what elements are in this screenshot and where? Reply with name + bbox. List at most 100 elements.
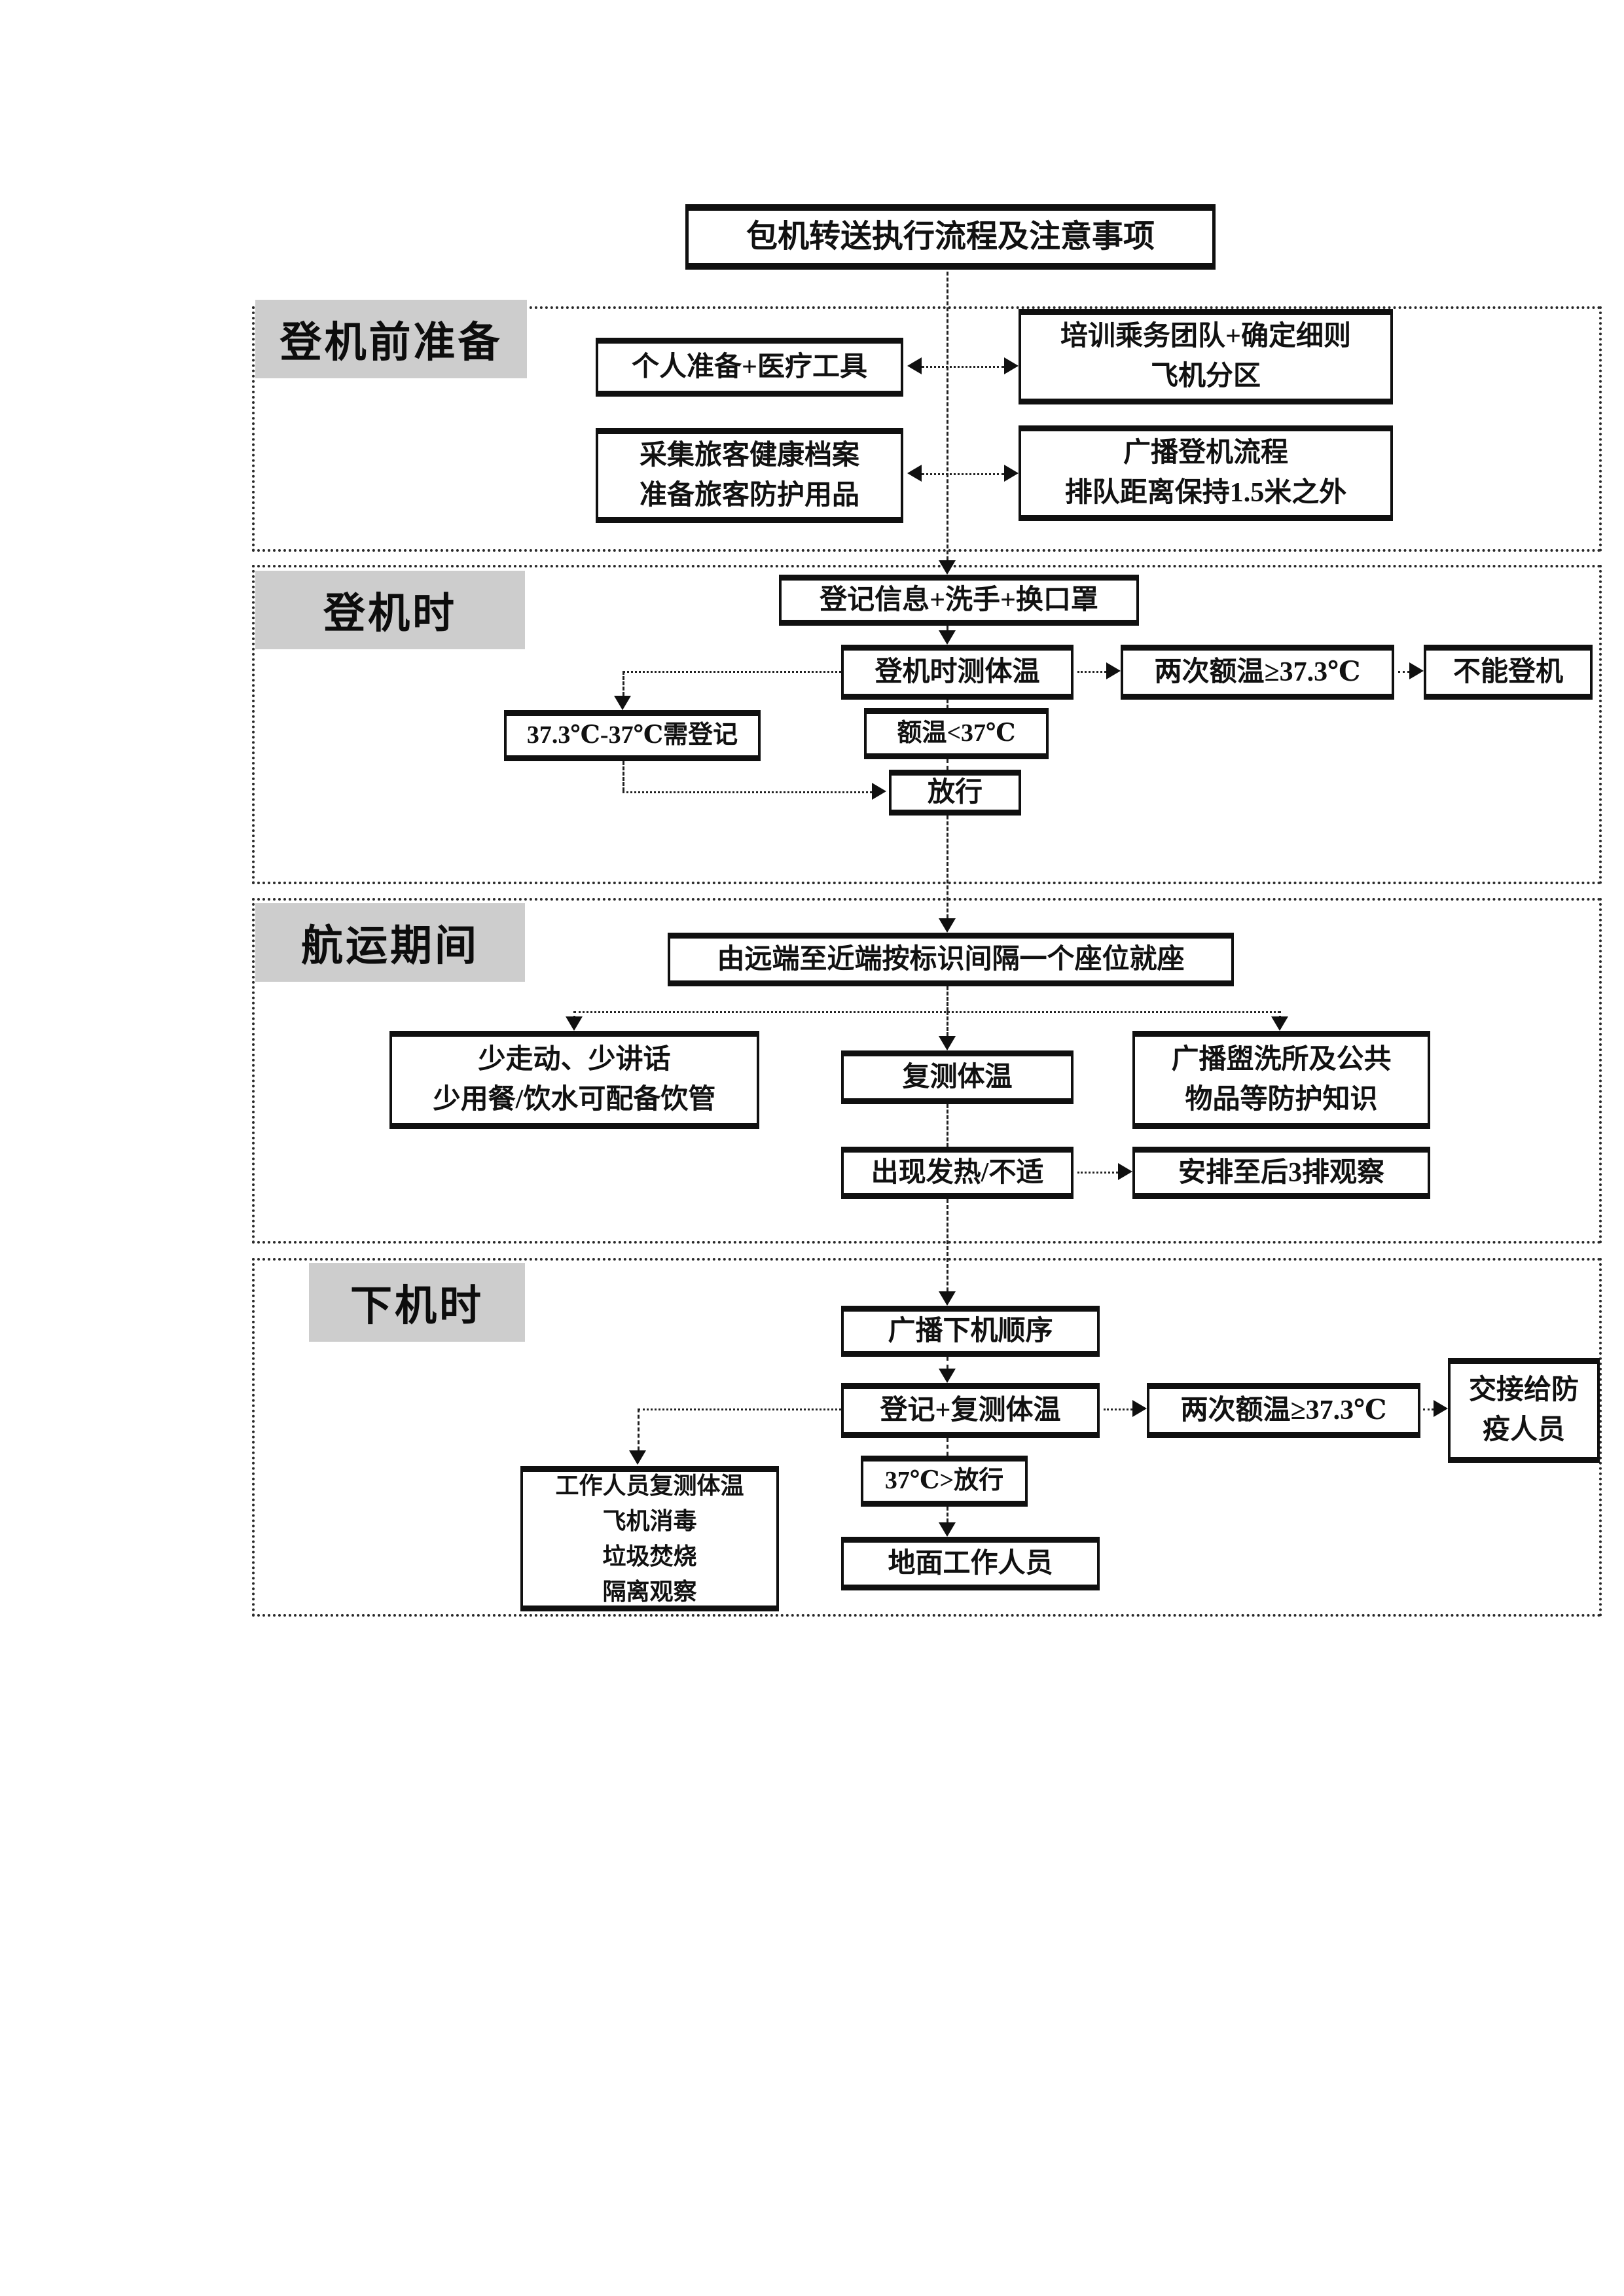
flow-box-release-37: 37℃>放行 bbox=[861, 1456, 1028, 1507]
flow-box-text: 交接给防 bbox=[1468, 1375, 1579, 1406]
arrowhead-down-icon bbox=[939, 1369, 956, 1383]
flow-line bbox=[623, 761, 624, 791]
flow-box-text: 少用餐/饮水可配备饮管 bbox=[433, 1085, 716, 1115]
arrowhead-right-icon bbox=[1106, 662, 1121, 679]
flow-box-text: 飞机消毒 bbox=[602, 1508, 697, 1534]
arrowhead-right-icon bbox=[1118, 1163, 1132, 1180]
flow-box-release-boarding: 放行 bbox=[889, 770, 1021, 816]
arrowhead-right-icon bbox=[1004, 465, 1019, 482]
flow-line-spine bbox=[947, 816, 948, 918]
flow-line-spine bbox=[947, 1011, 948, 1036]
flow-box-text: 登记信息+洗手+换口罩 bbox=[820, 584, 1098, 615]
flow-box-text: 广播下机顺序 bbox=[888, 1316, 1053, 1346]
section-pre-boarding bbox=[252, 306, 1602, 552]
flow-line bbox=[573, 1011, 575, 1018]
flow-line bbox=[1077, 671, 1106, 673]
flow-box-text: 地面工作人员 bbox=[888, 1548, 1053, 1579]
flow-box-broadcast-washroom: 广播盥洗所及公共 物品等防护知识 bbox=[1132, 1031, 1430, 1129]
flow-box-register-info: 登记信息+洗手+换口罩 bbox=[779, 575, 1139, 626]
flow-line-spine bbox=[947, 1507, 948, 1522]
flow-box-retest-temp: 复测体温 bbox=[841, 1050, 1074, 1104]
flow-box-text: 登机时测体温 bbox=[875, 656, 1040, 687]
arrowhead-right-icon bbox=[1409, 662, 1424, 679]
stage-label-text: 下机时 bbox=[350, 1283, 484, 1329]
flow-line bbox=[623, 671, 624, 696]
flow-box-text: 两次额温≥37.3℃ bbox=[1154, 656, 1361, 687]
flowchart-title-text: 包机转送执行流程及注意事项 bbox=[746, 219, 1155, 255]
flow-line bbox=[638, 1408, 640, 1450]
flow-line-bidirectional bbox=[922, 473, 1004, 475]
flow-box-rear-rows-observe: 安排至后3排观察 bbox=[1132, 1147, 1430, 1199]
flow-line-bidirectional bbox=[922, 366, 1004, 368]
flow-box-text: 登记+复测体温 bbox=[880, 1395, 1061, 1426]
flow-box-cannot-board: 不能登机 bbox=[1424, 645, 1593, 700]
arrowhead-down-icon bbox=[939, 630, 956, 645]
arrowhead-right-icon bbox=[1132, 1400, 1147, 1417]
arrowhead-down-icon bbox=[939, 918, 956, 933]
flow-line-spine bbox=[947, 700, 948, 708]
arrowhead-down-icon bbox=[629, 1450, 646, 1465]
flow-line-spine bbox=[947, 759, 948, 770]
arrowhead-right-icon bbox=[1004, 357, 1019, 374]
flow-box-less-movement: 少走动、少讲话 少用餐/饮水可配备饮管 bbox=[389, 1031, 759, 1129]
flow-box-text: 少走动、少讲话 bbox=[478, 1045, 671, 1075]
arrowhead-down-icon bbox=[939, 1036, 956, 1050]
flow-box-text: 培训乘务团队+确定细则 bbox=[1060, 321, 1351, 352]
flow-box-broadcast-deplane: 广播下机顺序 bbox=[841, 1306, 1100, 1357]
flow-box-text: 疫人员 bbox=[1482, 1415, 1565, 1445]
section-in-flight bbox=[252, 898, 1602, 1244]
flow-box-temp-lt-37: 额温<37℃ bbox=[864, 708, 1049, 759]
flow-box-text: 工作人员复测体温 bbox=[555, 1473, 744, 1499]
flow-box-text: 广播登机流程 bbox=[1123, 438, 1288, 469]
flow-box-handover-epidemic: 交接给防 疫人员 bbox=[1448, 1358, 1600, 1463]
arrowhead-down-icon bbox=[939, 1522, 956, 1537]
flow-box-text: 排队距离保持1.5米之外 bbox=[1064, 478, 1347, 508]
stage-label-boarding: 登机时 bbox=[255, 571, 525, 649]
flow-line-spine bbox=[947, 272, 948, 560]
flow-box-text: 复测体温 bbox=[902, 1062, 1013, 1092]
arrowhead-left-icon bbox=[907, 357, 922, 374]
arrowhead-left-icon bbox=[907, 465, 922, 482]
flow-line-spine bbox=[947, 626, 948, 634]
flow-box-personal-prep: 个人准备+医疗工具 bbox=[596, 338, 903, 397]
stage-label-in-flight: 航运期间 bbox=[255, 903, 525, 982]
flow-box-text: 放行 bbox=[927, 777, 983, 808]
stage-label-text: 登机前准备 bbox=[280, 319, 503, 366]
flow-box-text: 采集旅客健康档案 bbox=[639, 440, 859, 471]
flow-box-text: 37.3℃-37℃需登记 bbox=[526, 721, 738, 749]
flowchart-title: 包机转送执行流程及注意事项 bbox=[685, 204, 1216, 270]
flow-box-text: 垃圾焚烧 bbox=[602, 1543, 697, 1570]
flow-box-text: 两次额温≥37.3℃ bbox=[1180, 1395, 1387, 1426]
stage-label-text: 航运期间 bbox=[301, 923, 479, 969]
flow-box-text: 广播盥洗所及公共 bbox=[1171, 1045, 1392, 1075]
flow-box-staff-tasks: 工作人员复测体温 飞机消毒 垃圾焚烧 隔离观察 bbox=[520, 1466, 779, 1611]
arrowhead-down-icon bbox=[566, 1016, 583, 1031]
arrowhead-down-icon bbox=[939, 1291, 956, 1306]
flow-line bbox=[1423, 1408, 1434, 1410]
flow-box-temp-ge-373-boarding: 两次额温≥37.3℃ bbox=[1121, 645, 1394, 700]
flow-line-spine bbox=[947, 1357, 948, 1369]
flow-box-text: 飞机分区 bbox=[1150, 361, 1261, 391]
stage-label-deplaning: 下机时 bbox=[309, 1263, 525, 1342]
flow-box-text: 不能登机 bbox=[1453, 656, 1563, 687]
arrowhead-right-icon bbox=[872, 783, 886, 800]
flow-box-train-crew: 培训乘务团队+确定细则 飞机分区 bbox=[1019, 309, 1393, 404]
section-boarding bbox=[252, 565, 1602, 884]
section-deplaning bbox=[252, 1258, 1602, 1617]
flow-box-text: 出现发热/不适 bbox=[871, 1157, 1044, 1188]
flow-box-ground-staff: 地面工作人员 bbox=[841, 1537, 1100, 1590]
flow-box-register-retest: 登记+复测体温 bbox=[841, 1383, 1100, 1438]
flow-line bbox=[1279, 1011, 1281, 1018]
flow-box-text: 准备旅客防护用品 bbox=[639, 480, 859, 511]
flow-line bbox=[1104, 1408, 1132, 1410]
flow-box-text: 安排至后3排观察 bbox=[1178, 1157, 1384, 1188]
flow-box-seating-rule: 由远端至近端按标识间隔一个座位就座 bbox=[668, 933, 1234, 986]
flow-box-measure-temp-boarding: 登机时测体温 bbox=[841, 645, 1074, 700]
flow-box-text: 额温<37℃ bbox=[897, 719, 1016, 747]
flow-line-spine bbox=[947, 986, 948, 1011]
flow-box-temp-ge-373-deplane: 两次额温≥37.3℃ bbox=[1147, 1383, 1420, 1438]
arrowhead-down-icon bbox=[1271, 1016, 1288, 1031]
flow-line bbox=[638, 1408, 841, 1410]
flow-line bbox=[623, 791, 872, 793]
